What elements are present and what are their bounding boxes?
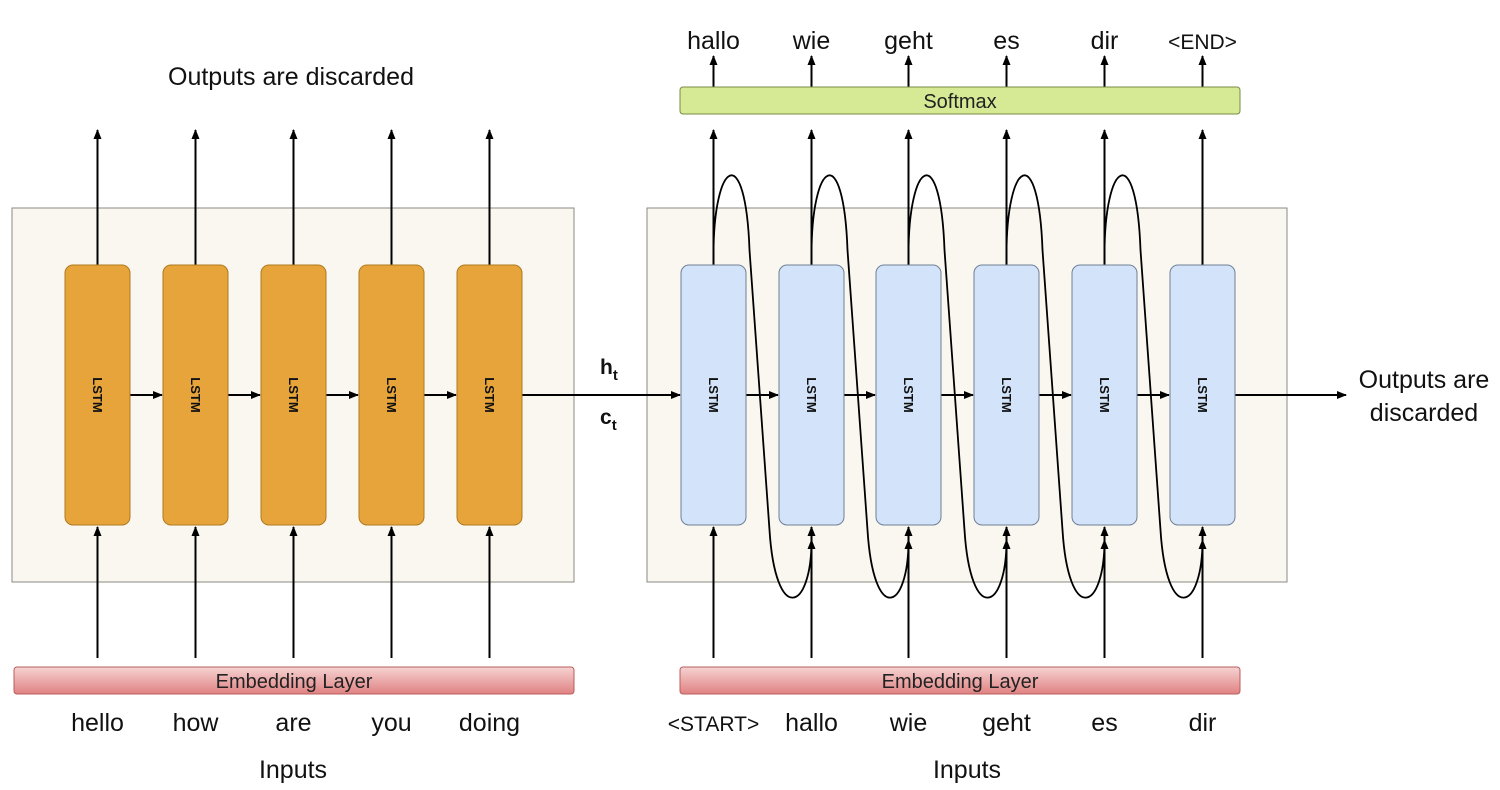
decoder-output-words: hallo wie geht es dir <END> [687, 27, 1237, 55]
decoder-input-word-1: <START> [668, 713, 759, 736]
encoder-lstm-cell-3: LSTM [260, 264, 327, 526]
decoder-lstm-cell-2-label: LSTM [804, 377, 819, 412]
decoder-lstm-cell-6-box [1169, 264, 1236, 526]
hidden-state-sub: t [613, 367, 618, 384]
encoder-lstm-cell-5-box [456, 264, 523, 526]
encoder-lstm-cell-1-box [64, 264, 131, 526]
softmax-layer: Softmax [679, 86, 1241, 115]
encoder-lstm-cell-5: LSTM [456, 264, 523, 526]
decoder-input-word-5: es [1091, 709, 1117, 737]
feedback-loop-1 [712, 174, 816, 599]
decoder-input-words: <START> hallo wie geht es dir [668, 709, 1217, 737]
decoder-output-word-3: geht [884, 27, 933, 55]
encoder-lstm-cell-3-box [260, 264, 327, 526]
decoder-output-word-5: dir [1091, 27, 1119, 55]
decoder-lstm-cell-2-box [778, 264, 845, 526]
decoder-output-word-2: wie [792, 27, 831, 55]
hidden-state-main: h [600, 356, 613, 379]
decoder-input-word-4: geht [982, 709, 1031, 737]
decoder-input-word-3: wie [889, 709, 928, 737]
softmax-label: Softmax [923, 91, 996, 113]
decoder-input-word-6: dir [1189, 709, 1217, 737]
decoder-output-word-1: hallo [687, 27, 740, 55]
encoder-input-word-1: hello [71, 709, 124, 737]
cell-state-label: ct [600, 406, 617, 434]
decoder-lstm-cell-1: LSTM [680, 264, 747, 526]
decoder-lstm-cell-3: LSTM [875, 264, 942, 526]
decoder-output-word-4: es [993, 27, 1019, 55]
encoder-embedding-layer: Embedding Layer [13, 666, 575, 695]
encoder-lstm-cell-3-label: LSTM [286, 377, 301, 412]
decoder-embedding-layer: Embedding Layer [679, 666, 1241, 695]
encoder-cells: LSTM LSTM LSTM LSTM LSTM [64, 264, 523, 526]
decoder-lstm-cell-4-box [973, 264, 1040, 526]
decoder-lstm-cell-1-box [680, 264, 747, 526]
encoder-lstm-cell-2-label: LSTM [188, 377, 203, 412]
decoder-embedding-label: Embedding Layer [882, 671, 1039, 693]
decoder-output-word-6: <END> [1168, 31, 1237, 54]
decoder-lstm-cell-3-box [875, 264, 942, 526]
decoder-lstm-cell-3-label: LSTM [901, 377, 916, 412]
decoder-lstm-cell-6-label: LSTM [1195, 377, 1210, 412]
decoder-lstm-cell-5-box [1071, 264, 1138, 526]
decoder-lstm-cell-4: LSTM [973, 264, 1040, 526]
encoder-inputs-caption: Inputs [259, 756, 327, 784]
feedback-loop-3 [907, 174, 1011, 599]
decoder-lstm-cell-1-label: LSTM [706, 377, 721, 412]
decoder-right-caption-line-2: discarded [1370, 399, 1478, 427]
encoder-lstm-cell-4-label: LSTM [384, 377, 399, 412]
decoder-lstm-cell-5: LSTM [1071, 264, 1138, 526]
encoder-input-word-3: are [275, 709, 311, 737]
hidden-state-label: ht [600, 356, 618, 384]
encoder-arrows [93, 129, 681, 658]
decoder-lstm-cell-4-label: LSTM [999, 377, 1014, 412]
encoder-lstm-cell-4-box [358, 264, 425, 526]
encoder-input-words: hello how are you doing [71, 709, 520, 737]
encoder-input-word-2: how [173, 709, 220, 737]
decoder-inputs-caption: Inputs [933, 756, 1001, 784]
cell-state-sub: t [612, 417, 617, 434]
encoder-input-word-4: you [371, 709, 411, 737]
feedback-loop-5 [1103, 174, 1207, 599]
decoder-right-caption-line-1: Outputs are [1359, 366, 1490, 394]
encoder-lstm-cell-1-label: LSTM [90, 377, 105, 412]
decoder-lstm-cell-2: LSTM [778, 264, 845, 526]
decoder-input-word-2: hallo [785, 709, 838, 737]
decoder-lstm-cell-6: LSTM [1169, 264, 1236, 526]
cell-state-main: c [600, 406, 612, 429]
decoder-feedback-loops [712, 174, 1207, 599]
encoder-lstm-cell-1: LSTM [64, 264, 131, 526]
decoder-lstm-cell-5-label: LSTM [1097, 377, 1112, 412]
encoder-input-word-5: doing [459, 709, 520, 737]
encoder-embedding-label: Embedding Layer [216, 671, 373, 693]
encoder-lstm-cell-5-label: LSTM [482, 377, 497, 412]
encoder-lstm-cell-2: LSTM [162, 264, 229, 526]
feedback-loop-2 [810, 174, 913, 599]
encoder-lstm-cell-2-box [162, 264, 229, 526]
decoder-cells: LSTM LSTM LSTM LSTM LSTM LSTM [680, 264, 1236, 526]
encoder-lstm-cell-4: LSTM [358, 264, 425, 526]
feedback-loop-4 [1005, 174, 1109, 599]
encoder-output-caption: Outputs are discarded [168, 63, 414, 91]
